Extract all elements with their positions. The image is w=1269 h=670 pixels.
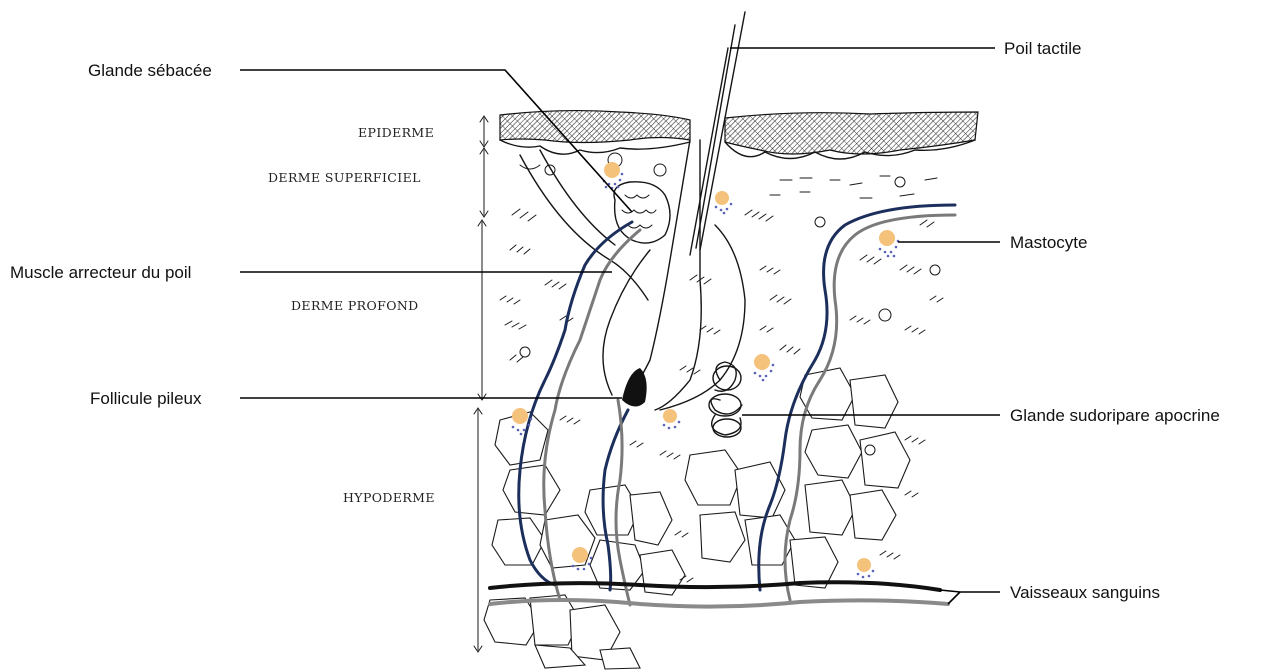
leader-vaisseaux	[940, 590, 1000, 604]
epidermis-band	[500, 111, 978, 159]
mastocyte-2	[715, 191, 733, 214]
layer-label-epiderme: EPIDERME	[358, 125, 434, 140]
mastocyte-3	[879, 230, 900, 257]
layer-scale-bars	[474, 116, 488, 652]
layer-label-derme-profond: DERME PROFOND	[291, 298, 419, 313]
sebaceous-gland	[614, 182, 670, 243]
label-glande-sudoripare: Glande sudoripare apocrine	[1010, 406, 1220, 425]
mastocyte-8	[857, 558, 875, 578]
label-poil-tactile: Poil tactile	[1004, 39, 1081, 58]
adipocyte-cells	[484, 368, 910, 669]
label-glande-sebacee: Glande sébacée	[88, 61, 212, 80]
label-follicule-pileux: Follicule pileux	[90, 389, 202, 408]
layer-label-derme-superficiel: DERME SUPERFICIEL	[268, 170, 421, 185]
label-vaisseaux-sanguins: Vaisseaux sanguins	[1010, 583, 1160, 602]
label-mastocyte: Mastocyte	[1010, 233, 1087, 252]
mastocyte-4	[754, 354, 775, 381]
label-muscle-arrecteur: Muscle arrecteur du poil	[10, 263, 191, 282]
layer-label-hypoderme: HYPODERME	[343, 490, 435, 505]
mastocyte-6	[663, 409, 681, 429]
